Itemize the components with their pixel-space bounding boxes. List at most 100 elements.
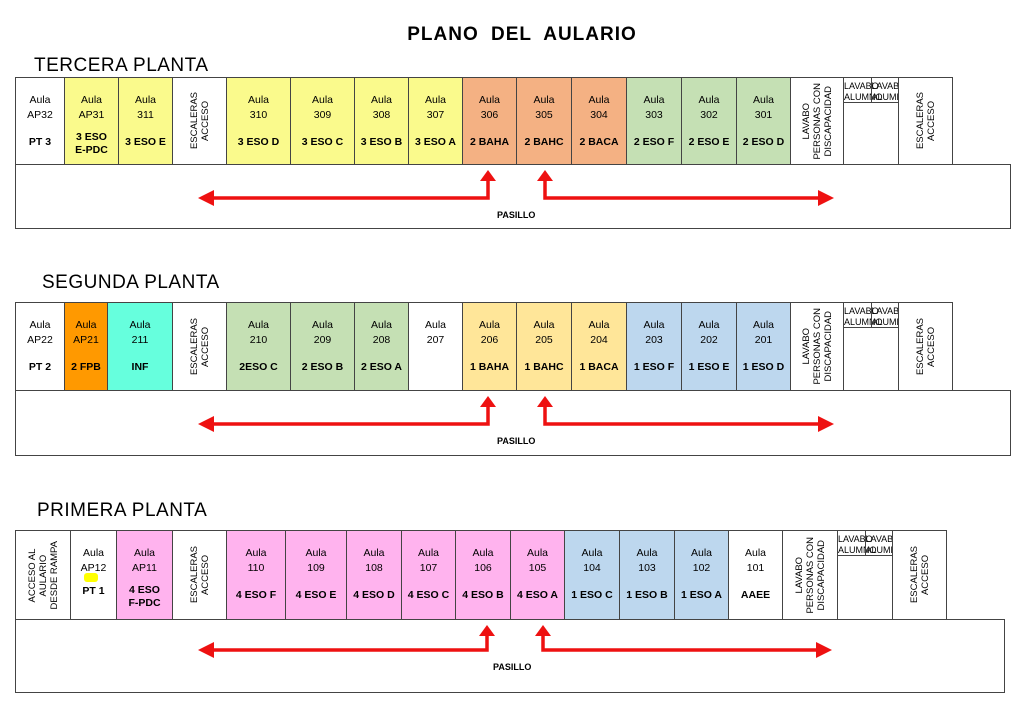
room-number: 106 — [474, 562, 492, 574]
page-title: PLANO DEL AULARIO — [407, 24, 637, 45]
room-label: Aula — [581, 547, 603, 559]
vertical-label: ESCALERAS ACCESO — [908, 546, 931, 604]
corridor-label: PASILLO — [493, 662, 532, 672]
room-label: Aula — [478, 319, 500, 331]
room-group: 3 ESO B — [360, 136, 403, 148]
room-number: 107 — [419, 562, 438, 574]
room-number: 109 — [307, 562, 325, 574]
room-number: 209 — [313, 334, 332, 346]
room-group: 2 BAHC — [524, 136, 564, 148]
vertical-label-cell: LAVABO PERSONAS CON DISCAPACIDAD — [782, 530, 838, 620]
room-number: 210 — [249, 334, 268, 346]
room-label: Aula — [247, 94, 269, 106]
room-group: 4 ESO D — [353, 589, 395, 601]
room-group: 3 ESO A — [414, 136, 457, 148]
room-number: 311 — [137, 109, 154, 121]
room-label: Aula — [643, 319, 665, 331]
vertical-label: LAVABO PERSONAS CON DISCAPACIDAD — [800, 308, 834, 385]
room-number: AP21 — [73, 334, 99, 346]
room-number: 205 — [535, 334, 553, 346]
room-number: AP11 — [132, 562, 157, 574]
restroom-girls: LAVABO ALUMNA — [870, 77, 909, 103]
room-group: 2 ESO A — [360, 361, 403, 373]
vertical-label: ESCALERAS ACCESO — [914, 317, 937, 376]
room-group: 2 ESO D — [742, 136, 785, 148]
room-group: 1 ESO B — [626, 589, 668, 601]
room-number: AP32 — [27, 109, 53, 121]
room-number: 110 — [247, 562, 265, 574]
room-group: AAEE — [740, 589, 771, 601]
room-label: Aula — [588, 319, 610, 331]
room-label: Aula — [472, 547, 494, 559]
room-label: Aula — [247, 319, 269, 331]
room-number: AP12 — [80, 562, 107, 574]
room-group: 1 ESO E — [688, 361, 730, 373]
room-label: Aula — [245, 547, 267, 559]
vertical-label: LAVABO PERSONAS CON DISCAPACIDAD — [793, 536, 827, 614]
room-number: 207 — [426, 334, 445, 346]
room-label: Aula — [588, 94, 610, 106]
room-group: 4 ESO F-PDC — [128, 584, 161, 609]
room-label: Aula — [690, 547, 712, 559]
room-group: PT 3 — [28, 136, 52, 148]
classroom[interactable]: Aula 210 2ESO C — [226, 302, 291, 391]
room-number: AP31 — [78, 109, 105, 121]
room-label: Aula — [533, 319, 555, 331]
vertical-label-cell: ESCALERAS ACCESO — [172, 77, 227, 165]
room-label: Aula — [752, 94, 774, 106]
room-group: 2ESO C — [239, 361, 278, 373]
room-group: 2 ESO F — [633, 136, 675, 148]
room-label: Aula — [636, 547, 658, 559]
room-label: Aula — [752, 319, 774, 331]
room-group: 3 ESO E — [125, 136, 166, 148]
room-label: Aula — [698, 94, 720, 106]
room-label: Aula — [698, 319, 720, 331]
room-number: 310 — [249, 109, 268, 121]
room-group: 4 ESO E — [295, 589, 337, 601]
room-number: 102 — [692, 562, 711, 574]
floor-title: TERCERA PLANTA — [34, 55, 209, 76]
room-group: 3 ESO E-PDC — [75, 131, 108, 156]
corridor-label: PASILLO — [497, 210, 536, 220]
vertical-label: ESCALERAS ACCESO — [188, 317, 211, 376]
vertical-label-cell: ACCESO AL AULARIO DESDE RAMPA — [15, 530, 71, 620]
